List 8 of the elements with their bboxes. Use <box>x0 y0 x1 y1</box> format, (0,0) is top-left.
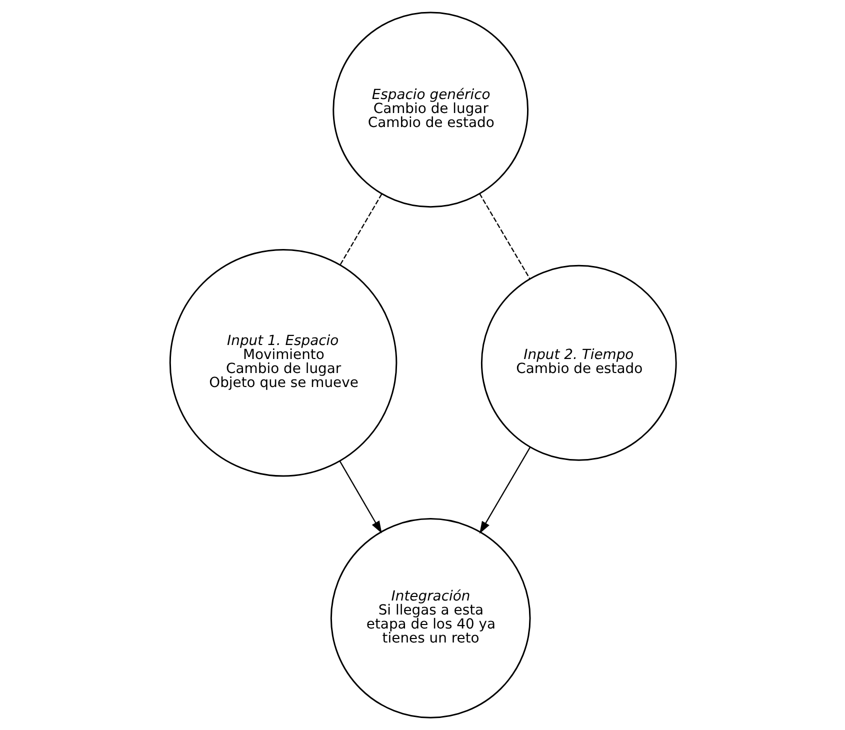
node-circle: Integración Si llegas a esta etapa de los 40 ya tienes un reto <box>330 518 530 718</box>
arrow <box>338 460 382 534</box>
connector <box>478 193 530 279</box>
arrow <box>479 446 530 534</box>
node-circle: Input 2. Tiempo Cambio de estado <box>480 264 676 461</box>
connector <box>339 194 382 266</box>
node-circle: Espacio genérico Cambio de lugar Cambio de estado <box>332 12 528 208</box>
node-circle: Input 1. Espacio Movimiento Cambio de lugar Objeto que se mueve <box>168 248 397 477</box>
